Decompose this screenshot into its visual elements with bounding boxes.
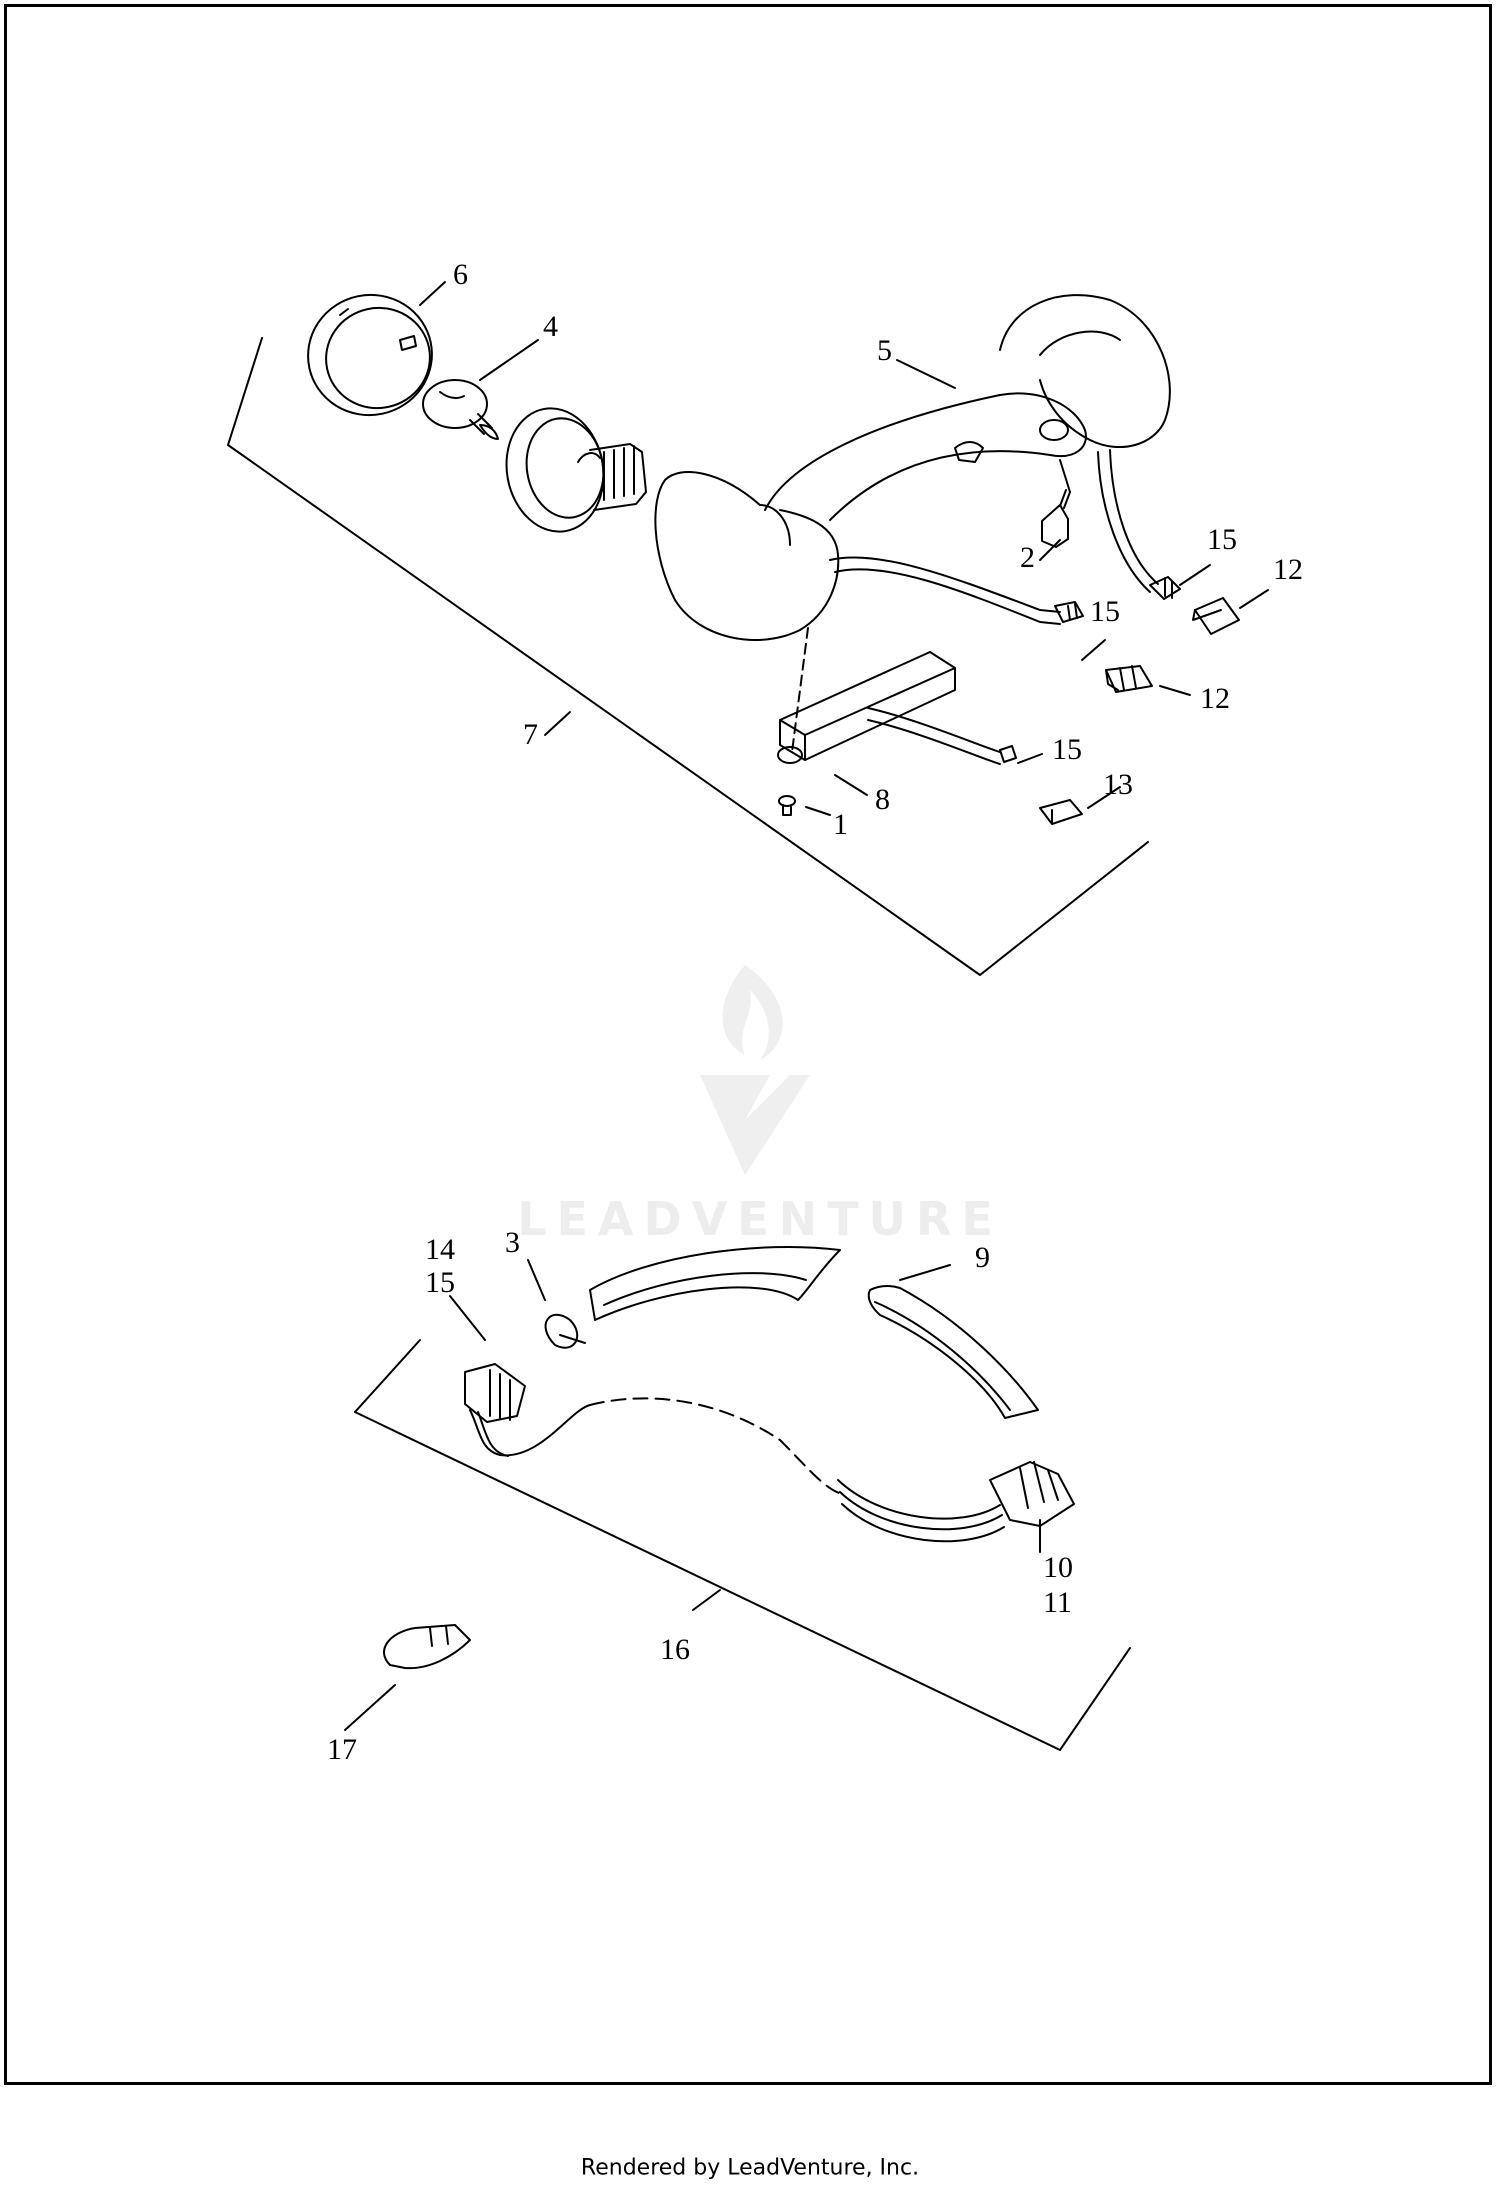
- light-bar-part-5: [654, 294, 1171, 641]
- callout-1: 1: [833, 808, 848, 841]
- callout-13: 13: [1103, 768, 1133, 801]
- plug-part-13: [1039, 799, 1083, 825]
- group-bracket-7: [227, 337, 1149, 976]
- callout-15a: 15: [1207, 523, 1237, 556]
- connector-part-15-upper: [1149, 576, 1181, 600]
- callout-12b: 12: [1200, 682, 1230, 715]
- connector-housing-part-12-middle: [1105, 665, 1153, 693]
- lamp-housing-socket: [505, 407, 647, 533]
- callout-11: 11: [1043, 1586, 1072, 1619]
- leadventure-logo-icon: [700, 965, 810, 1175]
- callout-5: 5: [877, 334, 892, 367]
- screw-part-2: [1041, 459, 1071, 548]
- footer-credit: Rendered by LeadVenture, Inc.: [580, 2155, 920, 2181]
- connector-part-15-middle: [1054, 601, 1084, 623]
- callout-3: 3: [505, 1226, 520, 1259]
- callout-10: 10: [1043, 1551, 1073, 1584]
- module-part-8: [777, 651, 1017, 765]
- callout-4: 4: [543, 310, 558, 343]
- callout-7: 7: [523, 718, 538, 751]
- callout-12a: 12: [1273, 553, 1303, 586]
- callout-17: 17: [327, 1733, 357, 1766]
- clip-part-3: [544, 1313, 586, 1349]
- dashed-assembly-line: [791, 627, 809, 753]
- callout-15b: 15: [1090, 595, 1120, 628]
- leader-lines-bottom: [344, 1259, 1041, 1731]
- screw-part-1: [778, 795, 796, 816]
- watermark-text: LEADVENTURE: [517, 1192, 1003, 1246]
- callout-14: 14: [425, 1233, 455, 1266]
- callout-6: 6: [453, 258, 468, 291]
- callout-9: 9: [975, 1241, 990, 1274]
- harness: [464, 1363, 1075, 1543]
- lens-part-6: [307, 293, 433, 417]
- diagram-frame: [4, 4, 1492, 2085]
- trim-part-9: [589, 1246, 1039, 1419]
- callout-16: 16: [660, 1633, 690, 1666]
- group-bracket-16: [354, 1339, 1131, 1751]
- callout-2: 2: [1020, 541, 1035, 574]
- clip-part-17: [383, 1624, 471, 1670]
- callout-8: 8: [875, 783, 890, 816]
- bulb-part-4: [422, 379, 499, 440]
- callout-15d: 15: [425, 1266, 455, 1299]
- callout-15c: 15: [1052, 733, 1082, 766]
- connector-housing-part-12-right: [1192, 597, 1240, 635]
- leader-lines-top: [419, 281, 1269, 816]
